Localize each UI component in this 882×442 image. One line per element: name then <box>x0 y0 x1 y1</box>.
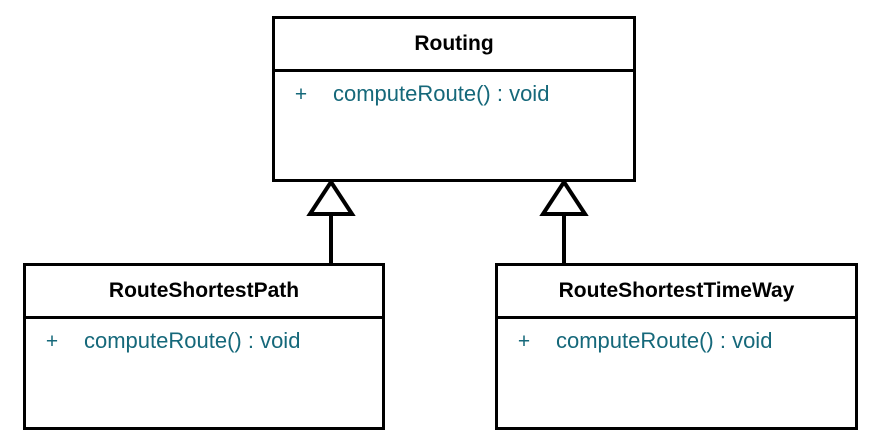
uml-class-route-shortest-path[interactable]: RouteShortestPath + computeRoute() : voi… <box>23 263 385 430</box>
uml-class-header-routing: Routing <box>275 19 633 72</box>
uml-class-name-route-shortest-time-way: RouteShortestTimeWay <box>558 279 795 302</box>
uml-visibility-marker: + <box>294 83 308 106</box>
uml-visibility-marker: + <box>517 330 531 353</box>
generalization-arrow-route-shortest-time-way <box>539 178 589 263</box>
hollow-triangle-icon-right <box>539 178 589 216</box>
uml-class-header-route-shortest-time-way: RouteShortestTimeWay <box>498 266 855 319</box>
uml-class-route-shortest-time-way[interactable]: RouteShortestTimeWay + computeRoute() : … <box>495 263 858 430</box>
uml-visibility-marker: + <box>45 330 59 353</box>
uml-operation-signature: computeRoute() : void <box>84 328 301 353</box>
uml-class-name-routing: Routing <box>414 32 494 55</box>
uml-operations-compartment-route-shortest-path: + computeRoute() : void <box>26 319 382 427</box>
generalization-arrow-route-shortest-path <box>306 178 356 263</box>
uml-operation-row[interactable]: + computeRoute() : void <box>498 328 855 354</box>
uml-class-name-route-shortest-path: RouteShortestPath <box>108 279 300 302</box>
uml-operation-signature: computeRoute() : void <box>333 81 550 106</box>
uml-operations-compartment-route-shortest-time-way: + computeRoute() : void <box>498 319 855 427</box>
uml-class-header-route-shortest-path: RouteShortestPath <box>26 266 382 319</box>
uml-class-routing[interactable]: Routing + computeRoute() : void <box>272 16 636 182</box>
uml-operation-row[interactable]: + computeRoute() : void <box>275 81 633 107</box>
uml-operation-signature: computeRoute() : void <box>556 328 773 353</box>
uml-operation-row[interactable]: + computeRoute() : void <box>26 328 382 354</box>
uml-operations-compartment-routing: + computeRoute() : void <box>275 72 633 179</box>
hollow-triangle-icon-left <box>306 178 356 216</box>
